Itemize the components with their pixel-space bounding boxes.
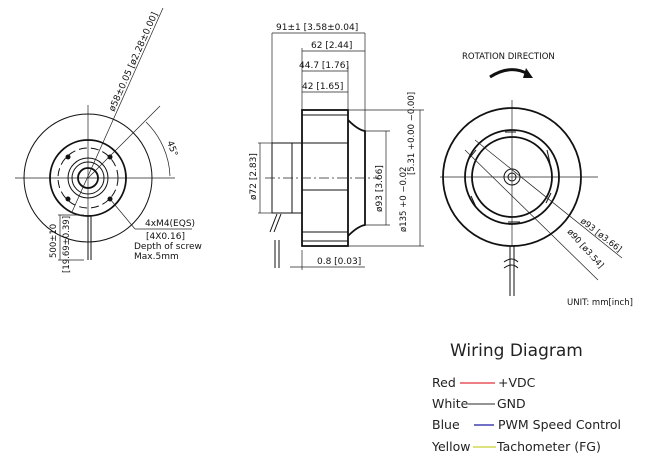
cable-length-label: 500±10	[49, 224, 59, 258]
impeller-circle	[471, 136, 553, 218]
side-view: 91±1 [3.58±0.04] 62 [2.44] 44.7 [1.76] 4…	[249, 23, 424, 270]
front-view: ø58±0.05 [ø2.28±0.00] 45° 4xM4(EQS) [4X0…	[15, 7, 202, 273]
outer-diameter-label: ø135 +0 −0.02	[399, 167, 409, 232]
screw-hole	[65, 154, 71, 160]
motor-diameter-label: ø72 [2.83]	[249, 153, 259, 200]
cable-length-inch-label: [19.69±0.39]	[62, 216, 72, 273]
dim-44-7-label: 44.7 [1.76]	[299, 61, 349, 71]
rear-view: ROTATION DIRECTION ø93 [ø3.66] ø90 [ø3.5…	[440, 52, 633, 308]
outer-circle	[442, 107, 582, 247]
wire-color-name: Red	[432, 375, 456, 390]
wire-color-name: Yellow	[431, 439, 470, 454]
screw-label: 4xM4(EQS)	[145, 219, 195, 229]
cable	[269, 213, 282, 268]
wire-row-red: Red +VDC	[432, 375, 536, 390]
wire-color-name: White	[432, 396, 469, 411]
screw-hole	[65, 196, 71, 202]
wiring-diagram: Wiring Diagram Red +VDC White GND Blue P…	[431, 341, 621, 454]
wiring-title: Wiring Diagram	[450, 341, 583, 361]
wire-row-white: White GND	[432, 396, 526, 411]
wire-function: PWM Speed Control	[498, 417, 621, 432]
shaft-circle	[77, 167, 99, 189]
rotation-arrow-icon	[489, 68, 529, 79]
inlet-diameter-label: ø93 [3.66]	[375, 165, 385, 212]
hub	[503, 168, 521, 186]
screw-inch-label: [4X0.16]	[146, 232, 185, 242]
depth-value: Max.5mm	[134, 252, 179, 262]
overall-length-label: 91±1 [3.58±0.04]	[276, 23, 358, 33]
wire-function: +VDC	[498, 375, 536, 390]
screw-hole	[107, 154, 113, 160]
depth-label: Depth of screw	[134, 242, 202, 252]
cable	[503, 246, 519, 296]
wire-function: GND	[497, 396, 526, 411]
wire-color-name: Blue	[432, 417, 460, 432]
wire-function: Tachometer (FG)	[496, 439, 601, 454]
wire-row-blue: Blue PWM Speed Control	[432, 417, 621, 432]
gap-label: 0.8 [0.03]	[317, 257, 361, 267]
bolt-circle	[57, 147, 119, 209]
dim-42-label: 42 [1.65]	[302, 82, 343, 92]
inlet-ring	[464, 129, 560, 225]
wire-row-yellow: Yellow Tachometer (FG)	[431, 439, 601, 454]
unit-label: UNIT: mm[inch]	[567, 298, 633, 308]
outer-diameter-inch-label: [5.31 +0.00 −0.00]	[407, 92, 417, 175]
diameter-58-label: ø58±0.05 [ø2.28±0.00]	[108, 11, 161, 113]
impeller-blades	[467, 131, 552, 223]
impeller-length-label: 62 [2.44]	[311, 41, 352, 51]
rotation-direction-label: ROTATION DIRECTION	[462, 52, 555, 62]
